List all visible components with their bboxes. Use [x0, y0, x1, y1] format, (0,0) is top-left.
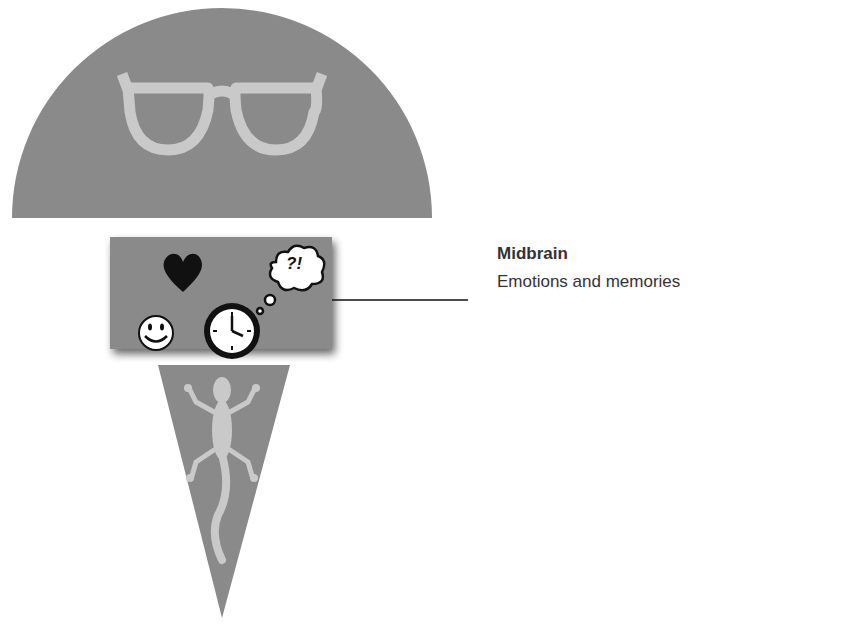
hindbrain-wedge — [158, 365, 290, 618]
leader-line — [332, 299, 468, 301]
icon-symbol: ?! — [286, 254, 302, 274]
glasses-icon — [122, 74, 322, 150]
thought-cloud-icon — [257, 246, 324, 314]
clock-icon — [204, 303, 260, 359]
part-name: Midbrain — [497, 244, 568, 264]
lizard-icon — [184, 377, 260, 560]
heart-icon — [164, 254, 202, 292]
part-description: Emotions and memories — [497, 272, 680, 292]
forebrain-dome — [12, 8, 432, 218]
smiley-icon — [139, 316, 173, 350]
